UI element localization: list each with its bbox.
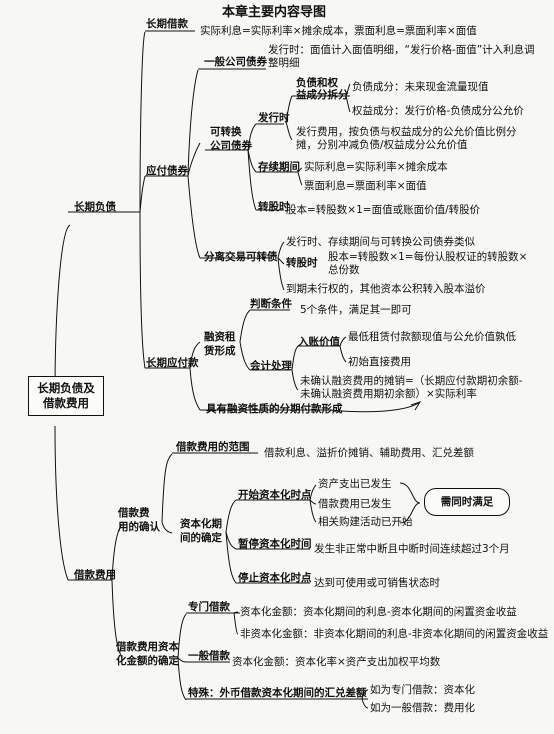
special-noncapitalized-text: 非资本化金额：非资本化期间的利息-非资本化期间的闲置资金收益 bbox=[240, 628, 549, 640]
general-borrowing-label: 一般借款 bbox=[188, 650, 230, 662]
lease-accounting-label: 会计处理 bbox=[250, 360, 292, 372]
borrowing-cost-label: 借款费用 bbox=[74, 569, 116, 581]
during-coupon-interest: 票面利息=票面利率×面值 bbox=[304, 180, 427, 192]
during-actual-interest: 实际利息=实际利率×摊余成本 bbox=[304, 161, 448, 173]
start-condition-1: 资产支出已发生 bbox=[318, 478, 392, 490]
split-equity-component: 权益成分：发行价格-负债成分公允价 bbox=[352, 105, 524, 117]
root-node: 长期负债及 借款费用 bbox=[28, 376, 104, 416]
foreign-exchange-label: 特殊：外币借款资本化期间的汇兑差额 bbox=[188, 687, 367, 699]
page-title: 本章主要内容导图 bbox=[222, 5, 327, 20]
unrecognized-finance-cost-text: 未确认融资费用的摊销=（长期应付款期初余额-未确认融资费用期初余额）×实际利率 bbox=[300, 375, 523, 400]
start-condition-2: 借款费用已发生 bbox=[318, 498, 392, 510]
conversion-equity-text: 股本=转股数×1=面值或账面价值/转股价 bbox=[286, 204, 481, 216]
convertible-during-label: 存续期间 bbox=[258, 161, 300, 173]
installment-payable-label: 具有融资性质的分期付款形成 bbox=[206, 403, 343, 415]
lease-criteria-label: 判断条件 bbox=[250, 298, 292, 310]
all-conditions-note-label: 需同时满足 bbox=[440, 495, 494, 508]
entry-value-direct: 初始直接费用 bbox=[348, 356, 411, 368]
general-bond-text: 发行时：面值计入面值明细，“发行价格-面值”计入利息调整明细 bbox=[268, 44, 535, 69]
capitalization-period-label: 资本化期 间的确定 bbox=[180, 518, 222, 544]
bonds-payable-label: 应付债券 bbox=[146, 165, 188, 177]
finance-lease-label: 融资租 赁形成 bbox=[204, 331, 236, 357]
pause-capitalization-label: 暂停资本化时间 bbox=[238, 538, 312, 550]
foreign-exchange-general: 如为一般借款：费用化 bbox=[370, 702, 475, 714]
long-term-liabilities-label: 长期负债 bbox=[74, 201, 116, 213]
entry-value-label: 入账价值 bbox=[298, 336, 340, 348]
separable-expire-text: 到期未行权的，其他资本公积转入股本溢价 bbox=[286, 283, 486, 295]
pause-capitalization-text: 发生非正常中断且中断时间连续超过3个月 bbox=[314, 543, 510, 555]
separable-line1: 发行时、存续期间与可转换公司债券类似 bbox=[286, 236, 475, 248]
special-capitalized-text: 资本化金额：资本化期间的利息-资本化期间的闲置资金收益 bbox=[240, 606, 517, 618]
special-borrowing-label: 专门借款 bbox=[188, 601, 230, 613]
convertible-bond-label: 可转换 公司债券 bbox=[210, 126, 252, 152]
convertible-conversion-label: 转股时 bbox=[258, 201, 290, 213]
issue-cost-text: 发行费用，按负债与权益成分的公允价值比例分摊，分别冲减负债/权益成分公允价值 bbox=[296, 126, 517, 151]
scope-label: 借款费用的范围 bbox=[176, 441, 250, 453]
split-component-label: 负债和权 益成分拆分 bbox=[296, 77, 349, 101]
separable-conversion-text: 股本=转股数×1=每份认股权证的转股数×总份数 bbox=[328, 251, 528, 276]
long-term-loan-rule: 实际利息=实际利率×摊余成本，票面利息=票面利率×面值 bbox=[200, 25, 477, 37]
long-term-payable-label: 长期应付款 bbox=[146, 357, 199, 369]
start-condition-3: 相关购建活动已开始 bbox=[318, 516, 413, 528]
stop-capitalization-text: 达到可使用或可销售状态时 bbox=[314, 577, 440, 589]
convertible-issue-label: 发行时 bbox=[258, 112, 290, 124]
capitalized-amount-label: 借款费用资本 化金额的确定 bbox=[116, 641, 179, 667]
foreign-exchange-special: 如为专门借款：资本化 bbox=[370, 684, 475, 696]
all-conditions-note: 需同时满足 bbox=[424, 488, 510, 516]
general-bond-label: 一般公司债券 bbox=[204, 56, 267, 68]
borrowing-cost-recognition-label: 借款费 用的确认 bbox=[118, 507, 160, 533]
separable-conversion-label: 转股时 bbox=[286, 257, 318, 269]
start-capitalization-label: 开始资本化时点 bbox=[238, 489, 312, 501]
scope-text: 借款利息、溢折价摊销、辅助费用、汇兑差额 bbox=[264, 447, 474, 459]
lease-criteria-text: 5个条件，满足其一即可 bbox=[300, 304, 412, 316]
split-debt-component: 负债成分：未来现金流量现值 bbox=[352, 81, 489, 93]
separable-bond-label: 分离交易可转债 bbox=[204, 251, 278, 263]
stop-capitalization-label: 停止资本化时点 bbox=[238, 572, 312, 584]
entry-value-low: 最低租赁付款额现值与公允价值孰低 bbox=[348, 331, 516, 343]
root-label: 长期负债及 借款费用 bbox=[37, 381, 95, 410]
long-term-loan-label: 长期借款 bbox=[146, 18, 188, 30]
general-borrowing-text: 资本化金额：资本化率×资产支出加权平均数 bbox=[232, 656, 441, 668]
